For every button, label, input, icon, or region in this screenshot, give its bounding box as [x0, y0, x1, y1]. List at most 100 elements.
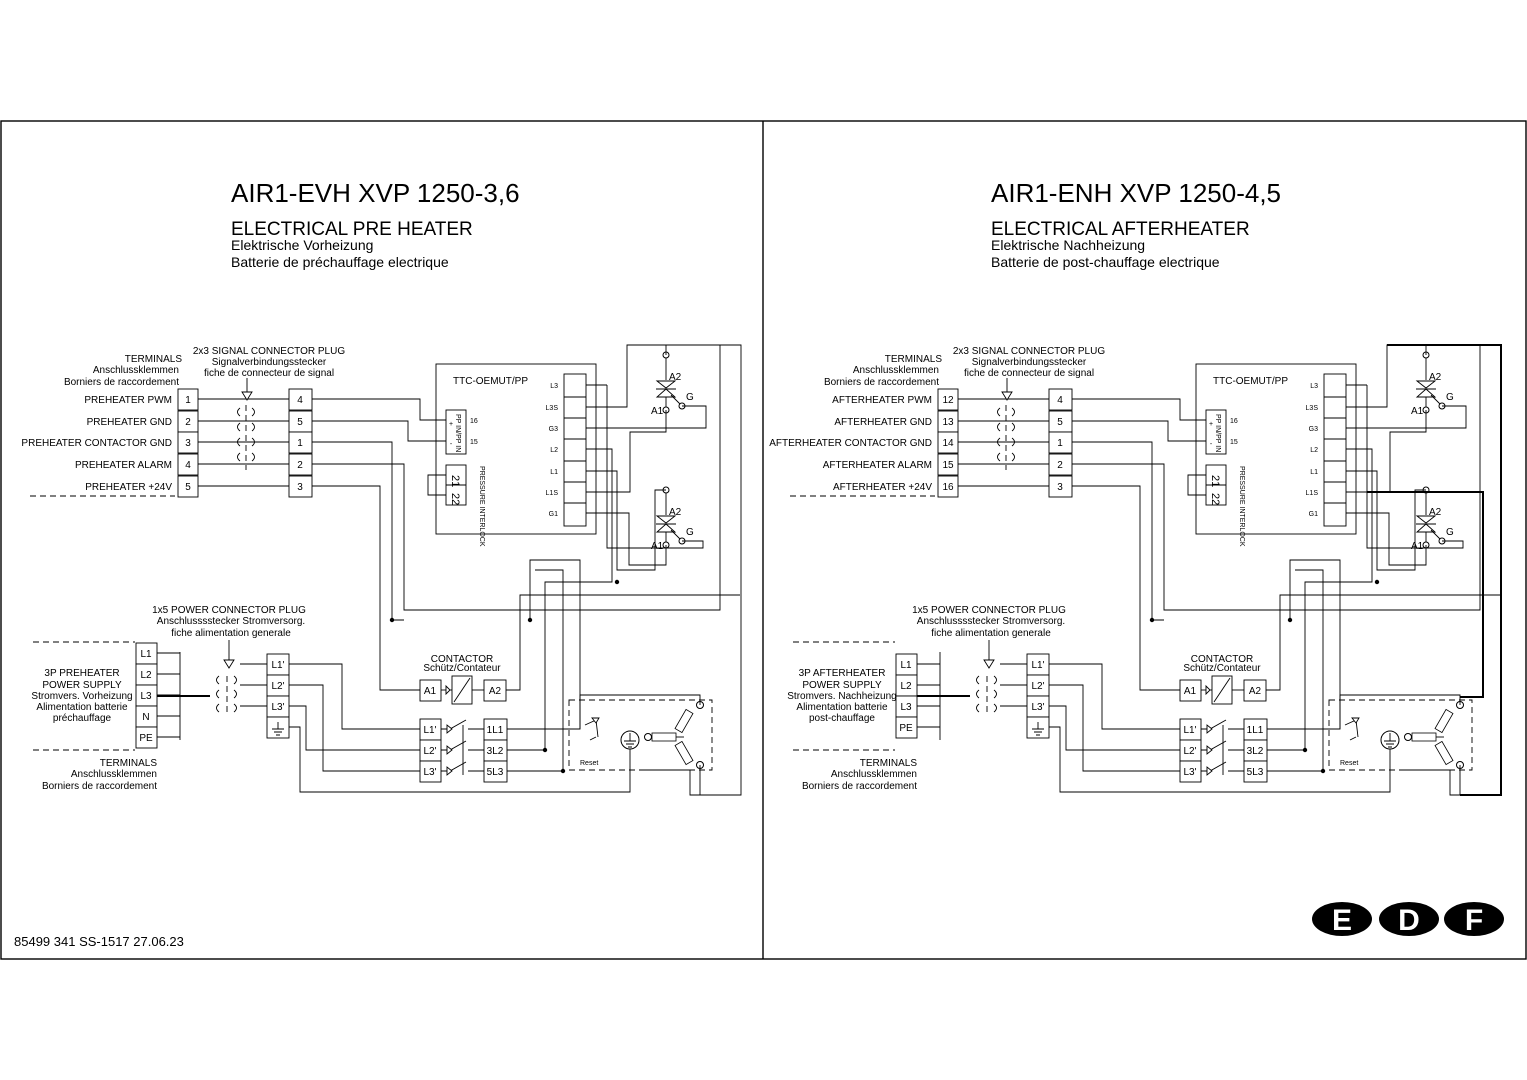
controller-terminal-label: L3 — [550, 383, 558, 390]
junction-dot — [560, 768, 566, 774]
signal-terminal-box — [937, 431, 959, 454]
supply-label-2: POWER SUPPLY — [802, 680, 882, 691]
coil-arrow — [445, 684, 451, 696]
supply-terminal-label: PE — [899, 723, 913, 734]
contactor-sub: Schütz/Contateur — [1183, 663, 1261, 674]
plug-coil-left — [237, 422, 241, 432]
coil-a2-wire — [1266, 594, 1500, 691]
plug-coil-right — [251, 407, 255, 417]
panel-title-en: ELECTRICAL AFTERHEATER — [991, 219, 1250, 240]
signal-terminal-box — [937, 453, 959, 476]
power-plug-title: 1x5 POWER CONNECTOR PLUG — [912, 605, 1066, 616]
signal-terminal-label: PREHEATER PWM — [84, 395, 172, 406]
supply-terminal-label: L1 — [140, 649, 152, 660]
controller-terminal-label: G1 — [549, 511, 558, 518]
terminals-title: TERMINALS — [125, 354, 183, 365]
gate1-wire — [1367, 405, 1467, 429]
star-bottom-wire — [640, 765, 701, 796]
power-l1-wire — [1049, 663, 1180, 730]
signal-plug-pin-box — [288, 388, 313, 411]
star-bottom-wire — [1400, 765, 1461, 796]
badge-e: E — [1332, 904, 1352, 937]
plug-coil-right — [1011, 422, 1015, 432]
signal-plug-pin: 5 — [297, 417, 303, 428]
contact-in-label: L3' — [1183, 767, 1196, 778]
signal-plug-de: Signalverbindungsstecker — [972, 357, 1087, 368]
thermostat-arrow — [591, 717, 600, 724]
junction-dot — [527, 617, 533, 623]
power-l2-wire — [1049, 684, 1180, 772]
signal-plug-pin-box — [288, 475, 313, 498]
controller-terminal-label: L1 — [1310, 469, 1318, 476]
signal-plug-pin-box — [288, 431, 313, 454]
controller-terminal-label: G1 — [1309, 511, 1318, 518]
power-coil-left — [216, 703, 220, 713]
triac-g-label: G — [686, 392, 694, 403]
heater-element-1 — [651, 732, 677, 742]
power-plug-de: Anschlusssstecker Stromversorg. — [917, 616, 1065, 627]
contact-in-label: L2' — [423, 746, 436, 757]
power-coil-right — [233, 675, 237, 685]
badge-f-shape — [1444, 902, 1504, 936]
badge-d: D — [1398, 904, 1420, 937]
signal-terminal-number: 14 — [942, 438, 954, 449]
signal-terminal-label: AFTERHEATER +24V — [833, 482, 932, 493]
plug-coil-left — [237, 407, 241, 417]
triac-a2-label: A2 — [1429, 507, 1442, 518]
signal-terminal-box — [937, 475, 959, 498]
interlock-label: PRESSURE INTERLOCK — [1238, 466, 1245, 547]
supply-label-1: 3P AFTERHEATER — [799, 668, 886, 679]
bold-loop-2 — [1367, 491, 1484, 698]
triac-gate — [670, 394, 681, 405]
signal-plug-title: 2x3 SIGNAL CONNECTOR PLUG — [953, 346, 1105, 357]
controller-name: TTC-OEMUT/PP — [453, 376, 528, 387]
coil-slash — [453, 677, 471, 703]
plug-coil-left — [997, 452, 1001, 462]
supply-label-2: POWER SUPPLY — [42, 680, 122, 691]
contact-arrow — [1206, 766, 1213, 776]
power-arrow — [983, 659, 995, 669]
triac-up — [655, 515, 677, 524]
star-top-wire — [1339, 694, 1461, 729]
out1-wire — [507, 559, 581, 730]
pp-plus: + — [449, 421, 453, 428]
wire-alarm — [1072, 344, 1481, 611]
signal-plug-pin-box — [1048, 453, 1073, 476]
junction-dot — [1374, 579, 1380, 585]
controller-terminal-label: L2 — [1310, 447, 1318, 454]
signal-plug-pin: 5 — [1057, 417, 1063, 428]
supply-terminal-label: L3 — [900, 702, 912, 713]
contact-arrow — [446, 724, 453, 734]
out1-wire — [1267, 559, 1341, 730]
l2-wire — [1304, 448, 1373, 750]
contact-out-label: 3L2 — [1247, 746, 1264, 757]
contact-in-box — [1179, 760, 1202, 783]
heater-element-3 — [1434, 740, 1454, 766]
plug-arrow — [241, 391, 253, 401]
coil-slash — [1213, 677, 1231, 703]
plug-coil-right — [251, 422, 255, 432]
panel-title-de: Elektrische Vorheizung — [231, 237, 373, 253]
interlock-21: 21 — [1209, 475, 1221, 487]
signal-terminal-number: 3 — [185, 438, 191, 449]
signal-terminal-label: AFTERHEATER PWM — [832, 395, 932, 406]
signal-terminal-label: PREHEATER GND — [87, 417, 172, 428]
signal-terminal-box — [937, 388, 959, 411]
signal-terminal-label: PREHEATER ALARM — [75, 460, 172, 471]
supply-terminal-label: L2 — [140, 670, 152, 681]
l2-wire — [544, 448, 613, 750]
bold-loop-1 — [1387, 344, 1502, 796]
power-plug-pin: L1' — [271, 660, 284, 671]
pp-16: 16 — [470, 418, 478, 425]
reset-label: Reset — [1340, 760, 1358, 767]
triac-up — [1415, 380, 1437, 389]
triac-a1-label: A1 — [1411, 406, 1424, 417]
signal-plug-pin: 4 — [297, 395, 303, 406]
wire-pwm — [1072, 398, 1206, 421]
power-plug-pin: L3' — [1031, 702, 1044, 713]
wire-24v — [1072, 485, 1180, 691]
signal-terminal-number: 16 — [942, 482, 954, 493]
contact-out-label: 5L3 — [487, 767, 504, 778]
star-top-wire — [579, 694, 701, 729]
badge-e-shape — [1312, 902, 1372, 936]
